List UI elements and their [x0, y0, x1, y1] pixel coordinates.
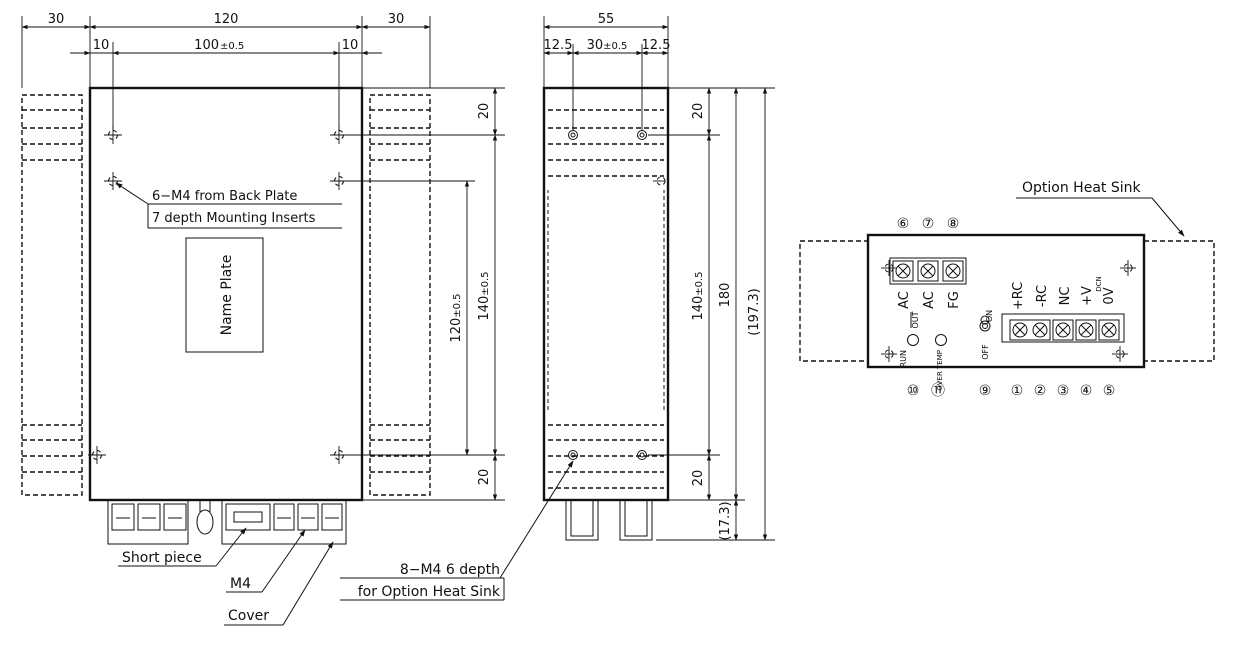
front-right-dimensions: 20 20 140±0.5 120±0.5	[345, 87, 505, 501]
dim-side-right: 12.5	[642, 38, 671, 53]
rc-minus-label: -RC	[1035, 285, 1050, 307]
on-label: ON	[985, 310, 994, 322]
name-plate-label: Name Plate	[219, 255, 235, 336]
ov-label: 0V	[1102, 287, 1117, 304]
dim-inset-left: 10	[93, 38, 110, 53]
front-top-dimensions: 30 120 30 10 100 ±0.5 10	[21, 12, 431, 130]
dim-side-height: 180	[718, 283, 733, 308]
fg-label: FG	[947, 291, 962, 309]
dim-side-top: 20	[691, 103, 706, 120]
v-plus-label: +V	[1080, 286, 1095, 306]
front-terminal-block	[107, 499, 347, 545]
side-terminal-block	[565, 499, 653, 541]
dim-right-sink: 30	[388, 12, 405, 27]
terminal-body-outline	[866, 233, 1146, 369]
output-terminal-block	[1001, 313, 1125, 343]
label-cover: Cover	[228, 608, 269, 624]
off-label: OFF	[981, 344, 990, 360]
terminal-num-6: ⑥	[897, 216, 910, 232]
name-plate-box	[185, 237, 264, 353]
side-body-outline	[542, 86, 670, 502]
dim-side-terminal: (17.3)	[718, 501, 733, 540]
dim-side-width: 55	[598, 12, 615, 27]
dim-side-total: (197.3)	[747, 288, 762, 335]
front-view: Name Plate 6−M4 from Back Plate 7 depth …	[21, 12, 505, 626]
label-short-piece: Short piece	[122, 550, 202, 566]
terminal-num-9: ⑨	[979, 383, 992, 399]
option-heat-sink-label: Option Heat Sink	[1022, 180, 1141, 196]
ac-terminal-block	[889, 257, 967, 285]
dim-side-mid: 30±0.5	[587, 38, 628, 53]
side-right-dimensions: 20 20 140±0.5 180 (17.3) (197.3)	[648, 87, 775, 541]
side-holes	[568, 130, 666, 460]
front-right-heat-sink	[369, 94, 431, 496]
dim-front-v-outer: 140±0.5	[477, 271, 492, 320]
dim-front-top: 20	[477, 103, 492, 120]
overtemp-label: OVER TEMP	[936, 350, 944, 391]
side-top-dimensions: 55 12.5 30±0.5 12.5	[543, 12, 671, 130]
terminal-num-5: ⑤	[1103, 383, 1116, 399]
front-callout-line1: 6−M4 from Back Plate	[152, 189, 297, 204]
terminal-num-1: ①	[1011, 383, 1024, 399]
front-mount-holes	[88, 126, 348, 464]
dim-side-pitch: 140±0.5	[691, 271, 706, 320]
dim-side-bottom: 20	[691, 470, 706, 487]
dim-front-width: 120	[214, 12, 239, 27]
power-switch	[979, 315, 991, 332]
terminal-num-7: ⑦	[922, 216, 935, 232]
run-label: RUN	[899, 350, 908, 367]
overtemp-led	[935, 334, 947, 346]
dim-front-v-inner: 120±0.5	[449, 293, 464, 342]
run-led	[907, 334, 919, 346]
front-left-heat-sink	[21, 94, 83, 496]
terminal-num-8: ⑧	[947, 216, 960, 232]
dim-hole-pitch: 100	[194, 38, 219, 53]
side-callout-line1: 8−M4 6 depth	[400, 562, 500, 578]
label-m4: M4	[230, 576, 251, 592]
dcn-label: DCN	[1095, 276, 1103, 292]
side-view: 55 12.5 30±0.5 12.5 20 20 140±0.5 180	[340, 12, 775, 601]
dim-inset-right: 10	[342, 38, 359, 53]
terminal-num-3: ③	[1057, 383, 1070, 399]
dim-left-sink: 30	[48, 12, 65, 27]
ac-label-1: AC	[897, 291, 912, 309]
dim-side-left: 12.5	[544, 38, 573, 53]
terminal-num-4: ④	[1080, 383, 1093, 399]
dim-hole-pitch-tol: ±0.5	[220, 41, 244, 52]
terminal-view: Option Heat Sink ⑥ ⑦ ⑧ AC AC FG OUT RUN …	[799, 180, 1215, 399]
terminal-num-11: ⑪	[931, 383, 945, 399]
side-callout-line2: for Option Heat Sink	[358, 584, 501, 600]
option-sink-left	[799, 240, 869, 362]
option-sink-right	[1143, 240, 1215, 362]
dim-front-bottom: 20	[477, 469, 492, 486]
out-label: OUT	[911, 311, 920, 328]
terminal-num-10: ⑩	[907, 383, 920, 399]
nc-label: NC	[1058, 287, 1073, 306]
ac-label-2: AC	[922, 291, 937, 309]
rc-plus-label: +RC	[1011, 282, 1026, 310]
front-callout-line2: 7 depth Mounting Inserts	[152, 211, 316, 226]
terminal-num-2: ②	[1034, 383, 1047, 399]
